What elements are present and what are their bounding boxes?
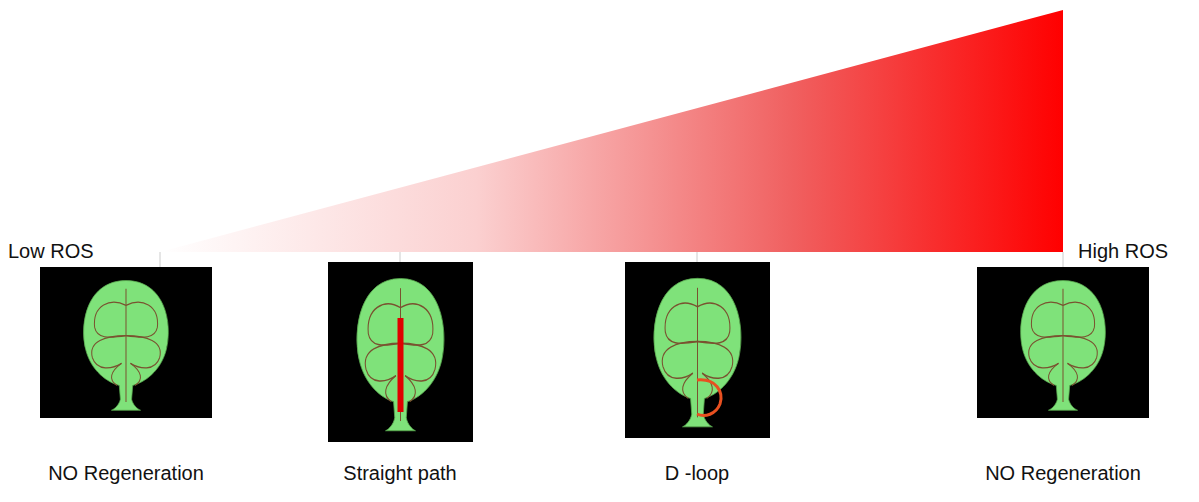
condition-label: NO Regeneration xyxy=(48,462,204,485)
leaf-panel xyxy=(625,262,770,438)
d-loop-path xyxy=(697,380,721,416)
ros-gradient-wedge xyxy=(160,10,1063,252)
leaf-panel xyxy=(328,262,473,442)
tick-lines xyxy=(160,252,1063,267)
condition-label: NO Regeneration xyxy=(985,462,1141,485)
leaf-panel xyxy=(977,267,1149,418)
condition-label: Straight path xyxy=(343,462,456,485)
leaf-panel xyxy=(40,267,212,418)
condition-label: D -loop xyxy=(665,462,729,485)
axis-end-label: High ROS xyxy=(1078,240,1168,263)
axis-end-label: Low ROS xyxy=(8,240,94,263)
regeneration-path xyxy=(398,318,404,412)
